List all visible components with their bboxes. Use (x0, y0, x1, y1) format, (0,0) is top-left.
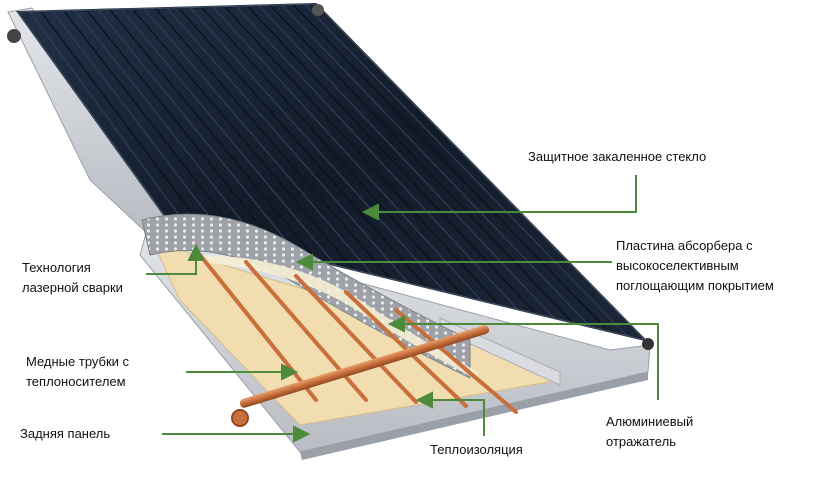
corner-fitting-right (642, 338, 654, 350)
copper-header-pipe (239, 325, 490, 408)
corner-fitting-top (312, 4, 324, 16)
copper-riser-tube (194, 248, 318, 402)
glass-stripe (281, 4, 591, 328)
glass-stripe (40, 10, 209, 236)
copper-tubes (194, 248, 518, 414)
label-back-panel-text: Задняя панель (20, 426, 111, 441)
glass-stripe (292, 4, 610, 332)
glass-stripe (235, 5, 519, 310)
glass-stripe (269, 4, 573, 323)
label-tubes-line-2: теплоносителем (26, 374, 126, 389)
label-insulation: Теплоизоляция (430, 440, 523, 460)
label-absorber: Пластина абсорбера с высокоселективным п… (616, 236, 774, 296)
glass-stripe (212, 6, 482, 302)
pipe-fitting (231, 409, 249, 427)
pointer-glass-arrow (361, 203, 379, 221)
glass-stripe (189, 6, 446, 293)
pointer-lines (146, 175, 659, 443)
pointer-laser-arrow (187, 243, 205, 261)
glass-stripe (109, 9, 319, 262)
glass-stripe (28, 11, 191, 231)
label-absorber-line-2: высокоселективным (616, 258, 739, 273)
glass-stripe (86, 9, 282, 253)
label-glass: Защитное закаленное стекло (528, 147, 706, 167)
label-reflector-line-2: отражатель (606, 434, 676, 449)
label-tubes-line-1: Медные трубки с (26, 354, 130, 369)
glass-stripe (143, 8, 373, 275)
label-laser: Технология лазерной сварки (22, 258, 123, 298)
label-insulation-text: Теплоизоляция (430, 442, 523, 457)
glass-stripe (200, 6, 464, 297)
label-laser-line-2: лазерной сварки (22, 280, 123, 295)
glass-stripe (63, 10, 246, 244)
glass-stripe (258, 5, 555, 319)
pointer-tubes-arrow (281, 363, 299, 381)
pointer-laser (146, 256, 197, 275)
pointer-glass (376, 175, 637, 213)
pointer-absorber-arrow (295, 253, 313, 271)
corner-fitting-left (7, 29, 21, 43)
glass-stripe (177, 7, 428, 288)
glass-stripe (97, 9, 300, 258)
pointer-back-panel-arrow (293, 425, 311, 443)
glass-stripe (132, 8, 355, 271)
copper-riser-tube (394, 308, 518, 414)
glass-stripe (74, 10, 264, 249)
glass-stripe (155, 7, 391, 280)
glass-stripe (304, 3, 628, 337)
label-reflector: Алюминиевый отражатель (606, 412, 693, 452)
label-reflector-line-1: Алюминиевый (606, 414, 694, 429)
copper-riser-tube (344, 290, 468, 408)
glass-stripe (223, 5, 500, 306)
label-tubes: Медные трубки с теплоносителем (26, 352, 129, 392)
label-glass-text: Защитное закаленное стекло (528, 149, 707, 164)
pointer-reflector-arrow (387, 315, 405, 333)
label-laser-line-1: Технология (22, 260, 91, 275)
pointer-reflector (400, 323, 659, 400)
label-absorber-line-3: поглощающим покрытием (616, 278, 774, 293)
glass-stripes (28, 3, 628, 337)
pointer-insulation-arrow (415, 391, 433, 409)
label-absorber-line-1: Пластина абсорбера с (616, 238, 753, 253)
collector-bottom-edge (300, 372, 648, 460)
copper-riser-tube (244, 260, 368, 402)
glass-stripe (166, 7, 410, 284)
copper-riser-tube (294, 274, 418, 404)
glass-stripe (51, 10, 228, 240)
glass-stripe (120, 8, 337, 266)
label-back-panel: Задняя панель (20, 424, 110, 444)
pointer-insulation (428, 399, 485, 436)
